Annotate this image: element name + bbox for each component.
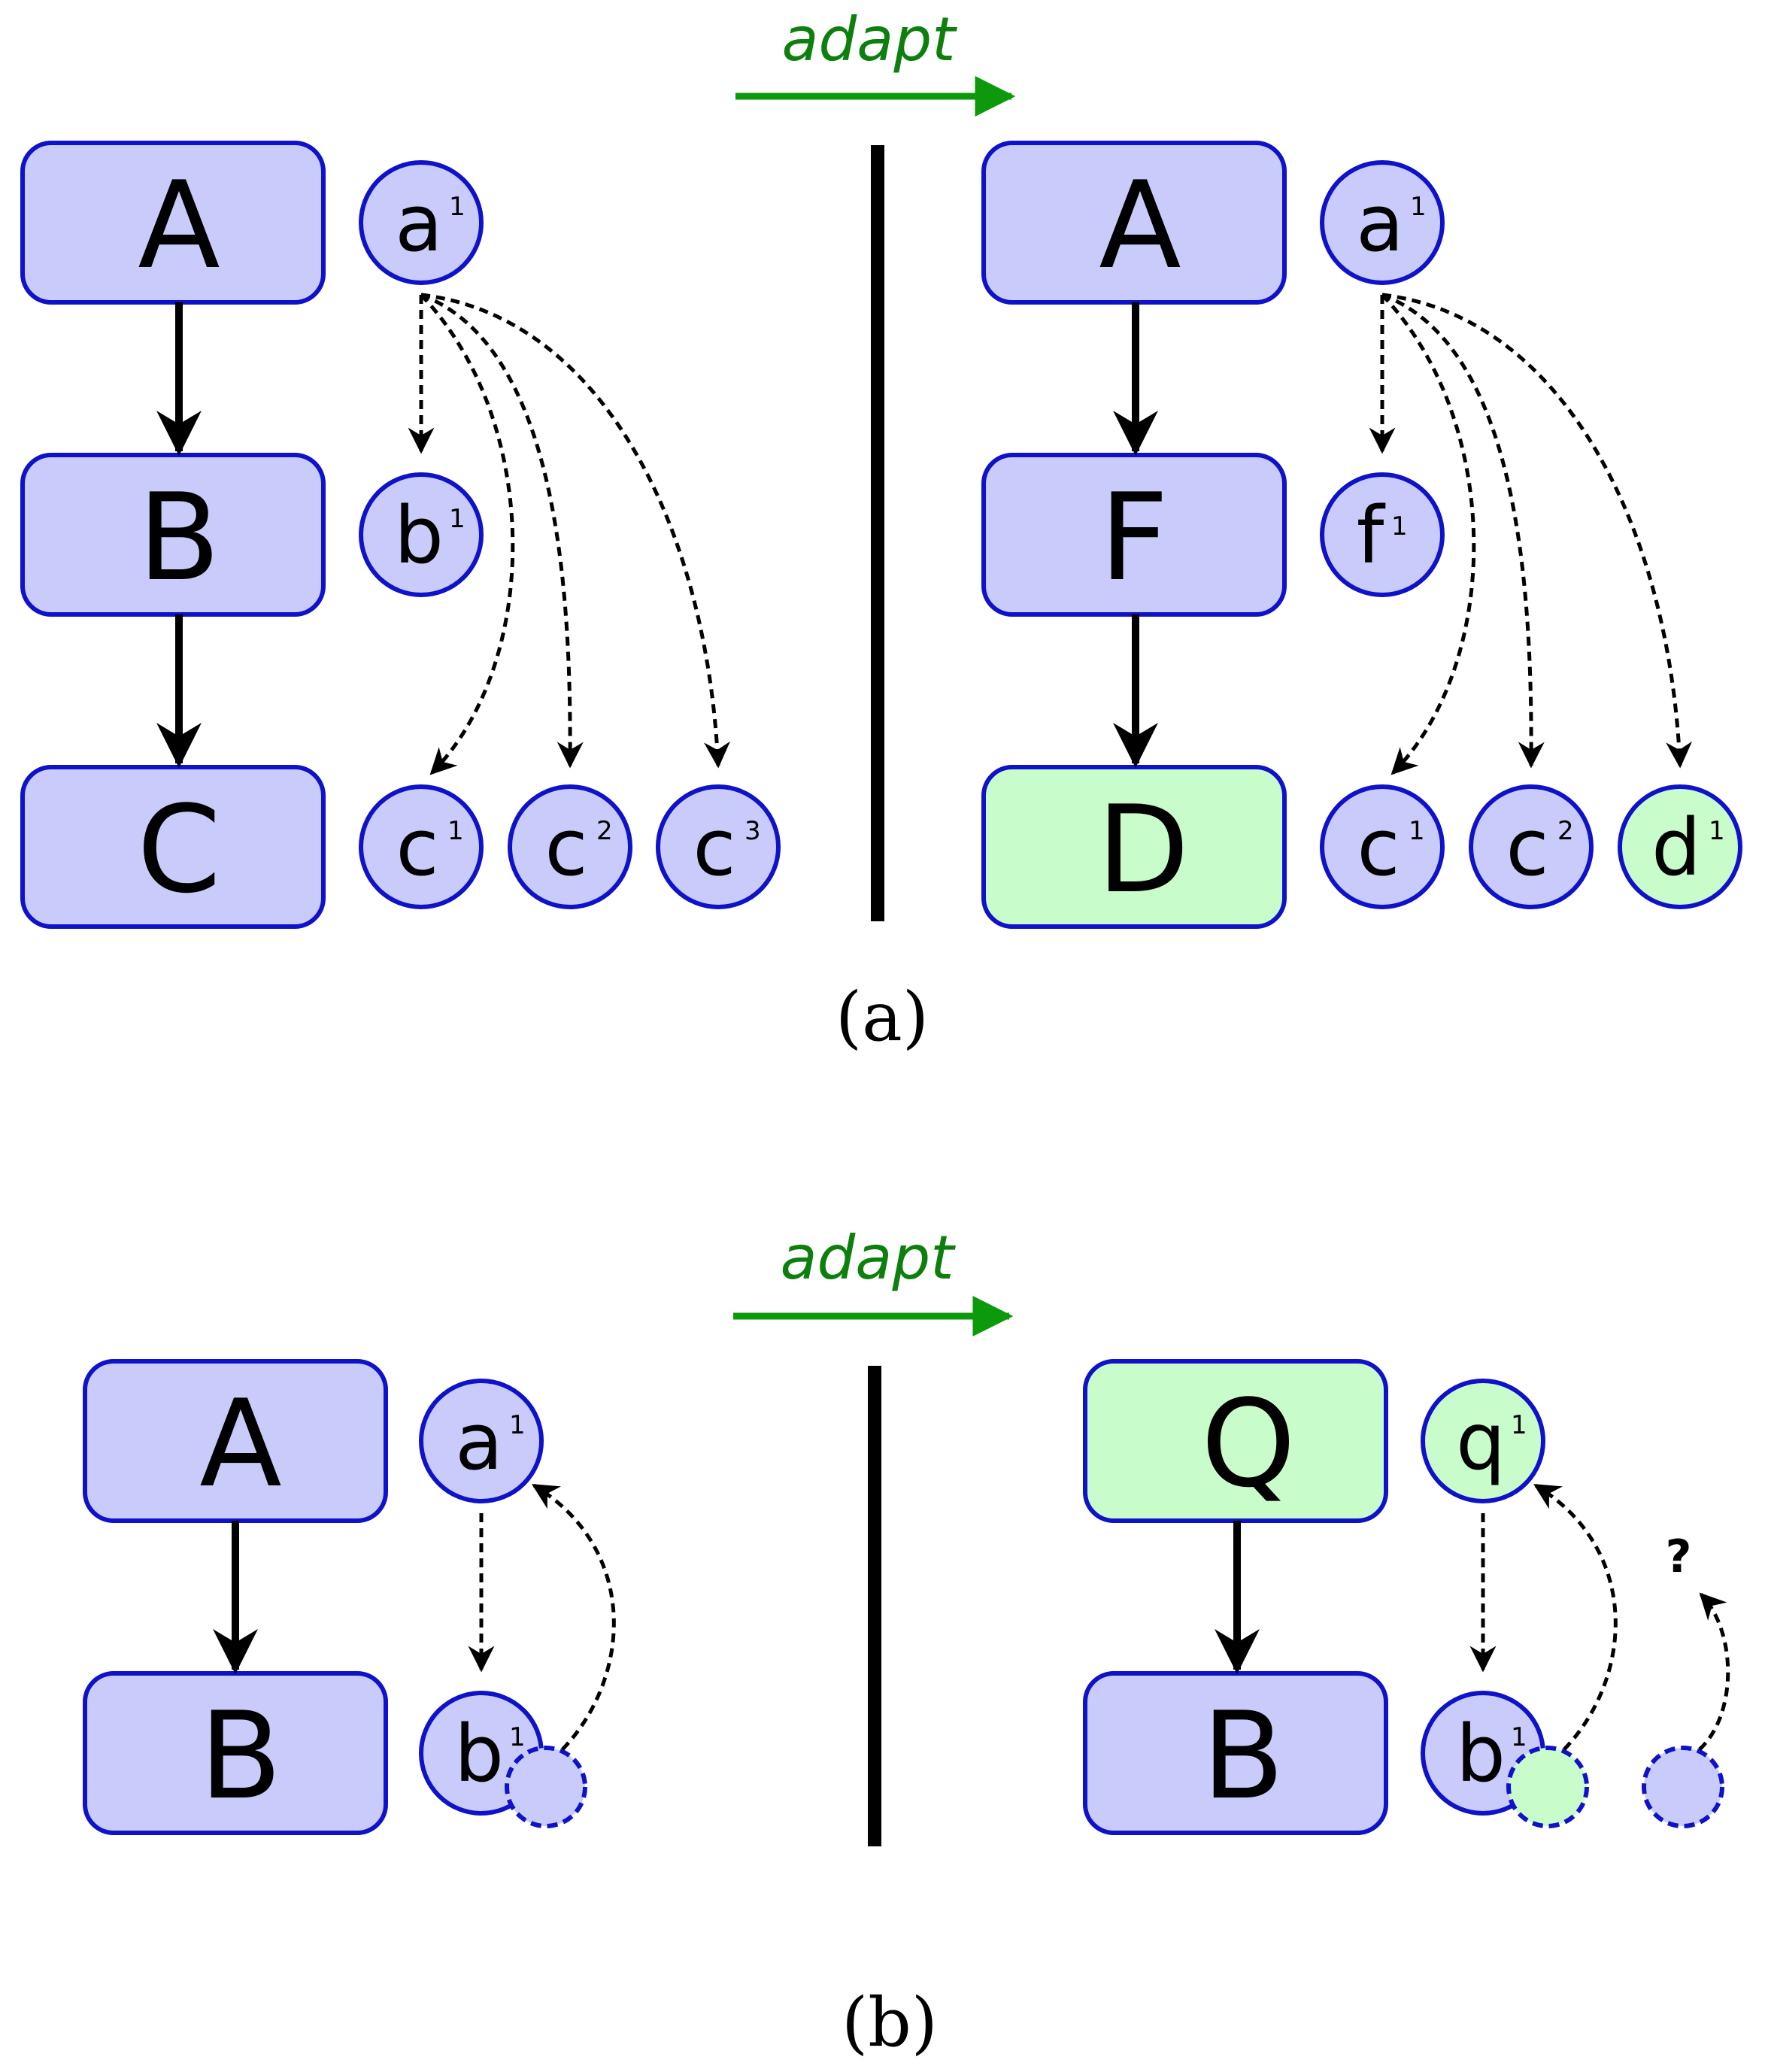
instance-node-b1-letter: b	[394, 490, 444, 581]
instance-node-c2-index: 2	[596, 816, 613, 846]
instance-node-c2	[1469, 784, 1594, 909]
unknown-target-marker: ?	[1666, 1530, 1692, 1583]
caption-a: (a)	[835, 978, 929, 1057]
instance-node-a1-letter: a	[395, 177, 443, 269]
instance-node-c1-index: 1	[447, 816, 464, 846]
instance-node-c3-index: 3	[745, 816, 761, 846]
instance-node-q1-letter: q	[1456, 1396, 1506, 1488]
model-box-b-label: B	[1202, 1685, 1284, 1826]
link-a1-to-c1	[420, 293, 515, 775]
panel-a-right: A F D a 1 f 1 c 1 c 2 d 1	[981, 141, 1742, 929]
adapt-label: adapt	[781, 1223, 957, 1293]
instance-node-a1-letter: a	[455, 1396, 503, 1488]
caption-b: (b)	[842, 1983, 938, 2062]
instance-node-a1	[419, 1379, 544, 1503]
model-box-c-label: C	[137, 779, 221, 920]
instance-node-b1-index: 1	[449, 504, 466, 534]
instance-node-c2-index: 2	[1557, 816, 1574, 846]
instance-node-d1	[1618, 784, 1742, 909]
instance-node-c2-letter: c	[1506, 802, 1548, 893]
instance-node-a1-letter: a	[1356, 177, 1404, 269]
link-a1-to-d1	[1381, 293, 1693, 769]
instance-node-c1	[359, 784, 484, 909]
instance-node-c1	[1320, 784, 1445, 909]
link-slot-to-a1	[532, 1483, 616, 1751]
instance-node-f1-letter: f	[1357, 490, 1386, 581]
link-orphan-unknown	[1698, 1592, 1730, 1751]
instance-node-f1-index: 1	[1391, 511, 1408, 542]
instance-node-c2-letter: c	[544, 802, 587, 893]
instance-node-c1-index: 1	[1409, 816, 1425, 846]
link-slot-to-q1	[1533, 1483, 1618, 1751]
panel-a: adapt A B C a 1 b 1 c 1 c 2	[20, 5, 1742, 1057]
instance-node-q1-index: 1	[1511, 1410, 1527, 1440]
instance-node-a1-index: 1	[449, 192, 466, 222]
link-a1-to-c2	[420, 293, 584, 769]
panel-b: adapt A B a 1 b 1 Q B	[83, 1223, 1730, 2062]
instance-node-c2	[508, 784, 632, 909]
adapt-label: adapt	[782, 5, 958, 74]
instance-node-c1-letter: c	[1357, 802, 1400, 893]
model-box-d-label: D	[1096, 779, 1189, 920]
instance-node-f1	[1320, 472, 1445, 597]
instance-node-b1-letter: b	[454, 1708, 504, 1800]
instance-node-a1	[1320, 160, 1445, 285]
link-a1-to-c2	[1381, 293, 1545, 769]
instance-node-q1	[1421, 1379, 1545, 1503]
instance-node-b1-index: 1	[1511, 1722, 1527, 1752]
instance-node-d1-letter: d	[1651, 802, 1701, 893]
panel-b-left: A B a 1 b 1	[83, 1359, 616, 1835]
model-box-a-label: A	[1099, 155, 1181, 296]
orphan-link-slot	[1642, 1746, 1724, 1828]
link-a1-to-c3	[420, 293, 730, 769]
instance-node-c3-letter: c	[693, 802, 735, 893]
instance-node-a1-index: 1	[509, 1410, 526, 1440]
instance-node-c3	[656, 784, 781, 909]
instance-node-b1-letter: b	[1456, 1708, 1506, 1800]
panel-a-left: A B C a 1 b 1 c 1 c 2 c 3	[20, 141, 781, 929]
pending-link-slot	[505, 1746, 587, 1828]
instance-node-b1-index: 1	[509, 1722, 526, 1752]
model-box-f-label: F	[1099, 467, 1169, 608]
model-box-a-label: A	[199, 1373, 281, 1514]
instance-node-a1	[359, 160, 484, 285]
instance-node-d1-index: 1	[1709, 816, 1725, 846]
instance-node-c1-letter: c	[396, 802, 438, 893]
instance-node-b1	[359, 472, 484, 597]
model-box-a	[20, 141, 326, 305]
model-box-q-label: Q	[1201, 1373, 1296, 1514]
instance-node-a1-index: 1	[1410, 192, 1427, 222]
panel-b-right: Q B q 1 b 1 ?	[1083, 1359, 1730, 1835]
link-a1-to-c1	[1381, 293, 1476, 775]
model-box-b-label: B	[138, 467, 220, 608]
adapted-link-slot	[1506, 1746, 1589, 1828]
model-box-a-label: A	[138, 155, 220, 296]
model-box-b-label: B	[199, 1685, 282, 1826]
